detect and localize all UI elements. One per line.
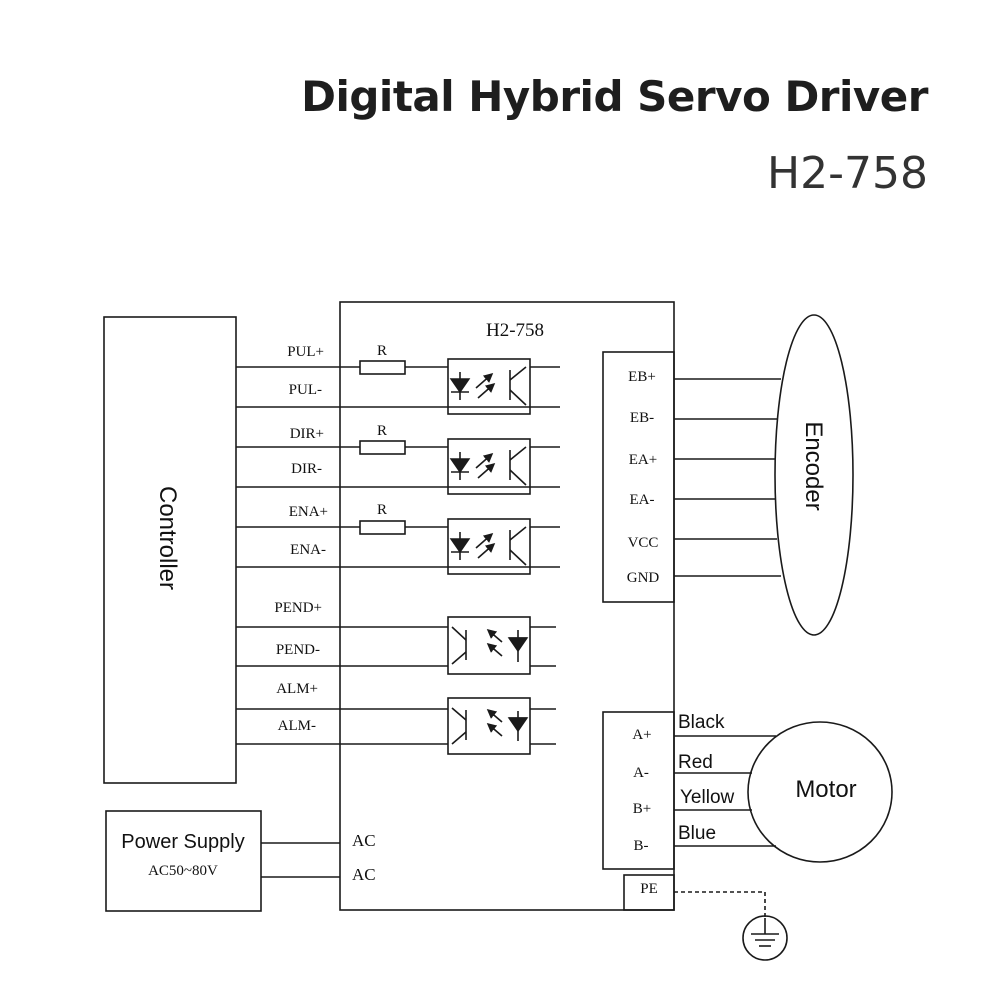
- encoder-label: Encoder: [800, 421, 827, 510]
- motor-terminal-block: [602, 711, 675, 870]
- controller-label: Controller: [154, 486, 181, 590]
- led-pend: [507, 637, 529, 653]
- resistor-ena: [359, 520, 406, 535]
- terminal-b-plus: B+: [633, 801, 651, 817]
- encoder-terminal-block: [602, 351, 675, 603]
- motor-body: [747, 721, 893, 863]
- motor-wires: [674, 735, 776, 847]
- signal-pul-minus: PUL-: [289, 382, 322, 398]
- optocoupler-alm: [447, 697, 556, 755]
- signal-alm-plus: ALM+: [276, 681, 318, 697]
- controller-signal-lines: [236, 366, 560, 745]
- motor-label: Motor: [795, 776, 856, 803]
- ground-icon: [742, 915, 788, 961]
- wire-label-yellow: Yellow: [680, 787, 735, 808]
- model-subtitle: H2-758: [767, 148, 928, 199]
- wire-label-blue: Blue: [678, 823, 716, 844]
- optocoupler-ena: [447, 518, 560, 575]
- pe-ground-wire: [674, 891, 766, 918]
- terminal-eb-plus: EB+: [628, 369, 656, 385]
- signal-dir-plus: DIR+: [290, 426, 324, 442]
- resistor-pul: [359, 360, 406, 375]
- signal-pul-plus: PUL+: [287, 344, 324, 360]
- driver-label: H2-758: [486, 320, 544, 341]
- optocoupler-dir: [447, 438, 560, 495]
- signal-pend-plus: PEND+: [274, 600, 322, 616]
- resistor-label-dir: R: [377, 423, 387, 439]
- page-title: Digital Hybrid Servo Driver: [301, 72, 928, 121]
- signal-alm-minus: ALM-: [278, 718, 316, 734]
- optocoupler-pend: [447, 616, 556, 675]
- terminal-eb-minus: EB-: [630, 410, 654, 426]
- encoder-wires: [674, 378, 781, 577]
- terminal-pe: PE: [640, 881, 658, 897]
- controller-box: [103, 316, 237, 784]
- signal-pend-minus: PEND-: [276, 642, 320, 658]
- resistor-label-ena: R: [377, 502, 387, 518]
- terminal-b-minus: B-: [634, 838, 649, 854]
- wire-label-red: Red: [678, 752, 713, 773]
- wire-label-black: Black: [678, 712, 725, 733]
- driver-box: [339, 301, 675, 911]
- optocoupler-pul: [447, 358, 560, 415]
- led-alm: [507, 717, 529, 733]
- led-ena: [449, 538, 471, 554]
- led-dir: [449, 458, 471, 474]
- power-supply-label: Power Supply: [121, 831, 244, 853]
- power-supply-box: [105, 810, 262, 912]
- signal-ena-plus: ENA+: [289, 504, 328, 520]
- resistor-label-pul: R: [377, 343, 387, 359]
- power-supply-rating: AC50~80V: [148, 863, 218, 879]
- signal-dir-minus: DIR-: [291, 461, 322, 477]
- terminal-ea-minus: EA-: [630, 492, 655, 508]
- terminal-ac-2: AC: [352, 865, 376, 884]
- terminal-gnd: GND: [627, 570, 660, 586]
- terminal-a-plus: A+: [632, 727, 651, 743]
- terminal-a-minus: A-: [633, 765, 649, 781]
- terminal-ac-1: AC: [352, 831, 376, 850]
- signal-ena-minus: ENA-: [290, 542, 326, 558]
- led-pul: [449, 378, 471, 394]
- terminal-ea-plus: EA+: [629, 452, 657, 468]
- terminal-vcc: VCC: [628, 535, 659, 551]
- encoder-body: [774, 314, 854, 636]
- resistor-dir: [359, 440, 406, 455]
